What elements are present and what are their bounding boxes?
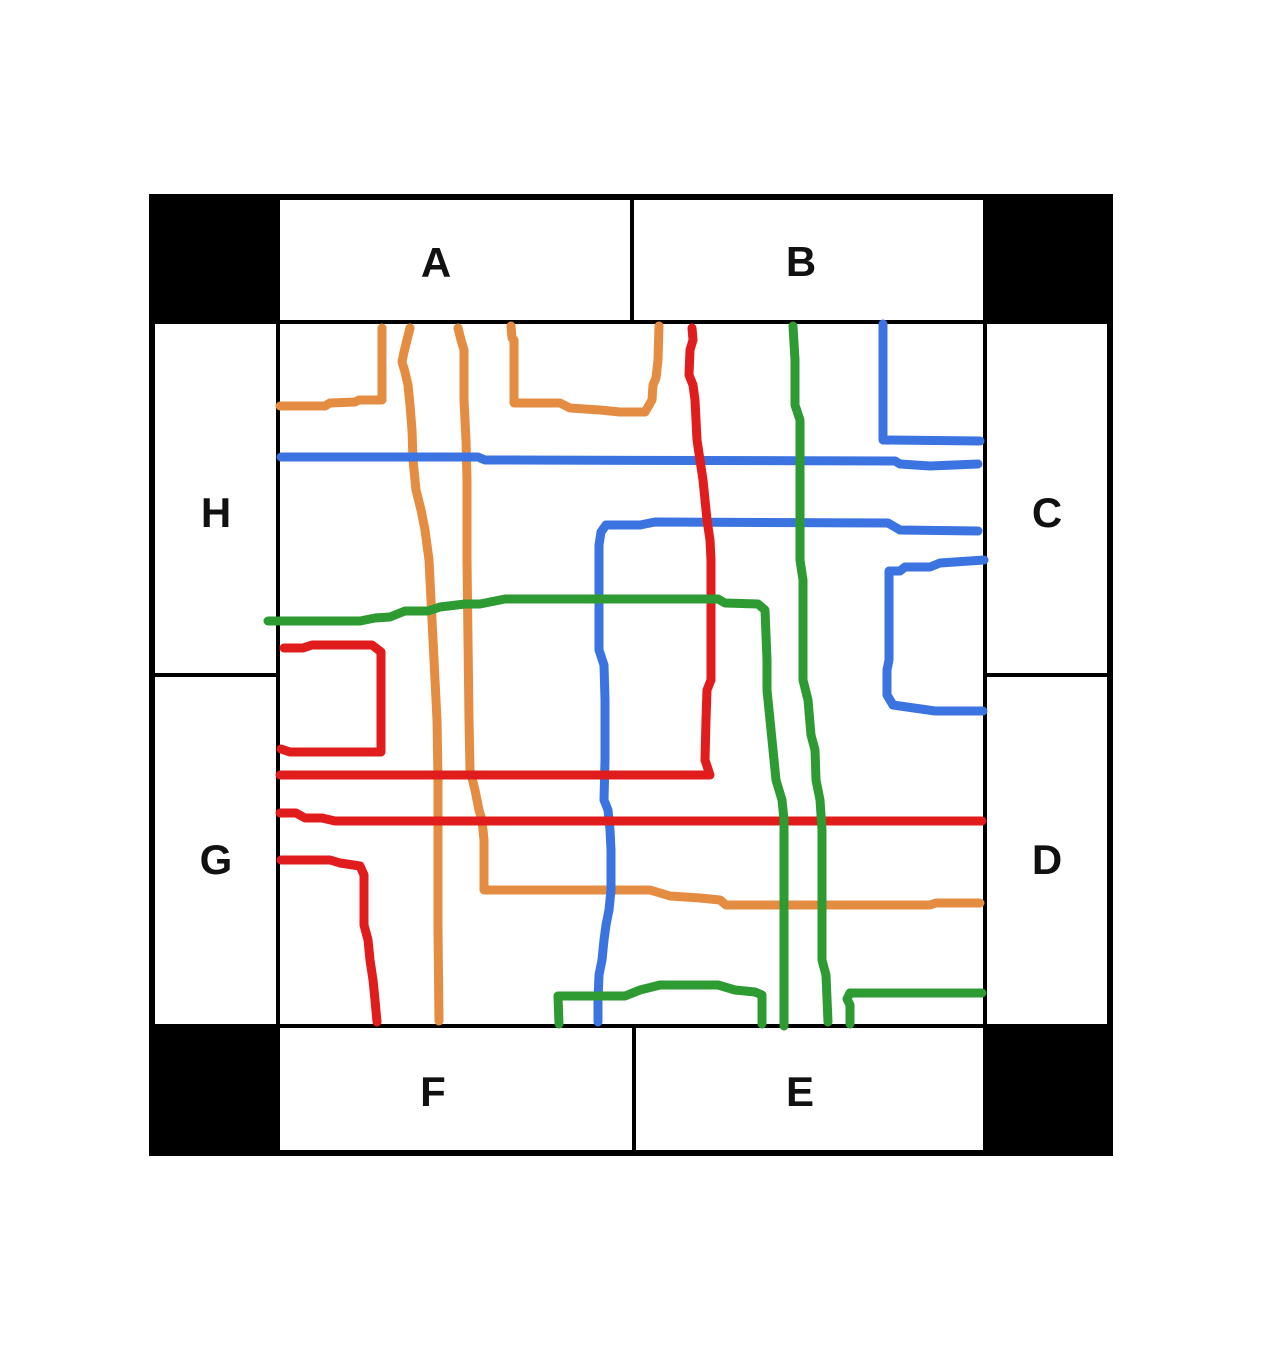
orange-wire-1 xyxy=(275,323,387,411)
panel-b xyxy=(630,196,987,324)
corner-block-top-left xyxy=(151,196,278,322)
red-wire-1 xyxy=(275,323,716,780)
label-f: F xyxy=(420,1068,446,1115)
blue-wire-1 xyxy=(276,452,983,471)
panel-a xyxy=(276,196,634,324)
label-h: H xyxy=(201,489,231,536)
orange-wire-2 xyxy=(397,323,444,1026)
green-wire-4 xyxy=(842,988,987,1029)
orange-wire-3 xyxy=(453,323,985,910)
label-g: G xyxy=(200,836,233,883)
panel-f xyxy=(276,1024,636,1154)
orange-wire-4 xyxy=(506,321,664,417)
green-wire-1 xyxy=(263,594,789,1031)
panel-g xyxy=(151,673,280,1028)
corner-block-bottom-left xyxy=(151,1026,278,1154)
green-wire-2 xyxy=(788,321,833,1027)
blue-wire-2 xyxy=(878,319,985,446)
green-wire-3 xyxy=(553,980,767,1029)
blue-wire-3 xyxy=(593,517,983,1027)
panel-d xyxy=(983,673,1111,1028)
red-wire-4 xyxy=(276,855,382,1027)
corner-block-top-right xyxy=(985,196,1111,322)
label-e: E xyxy=(786,1068,814,1115)
label-a: A xyxy=(421,239,451,286)
corner-block-bottom-right xyxy=(985,1026,1111,1154)
label-b: B xyxy=(786,238,816,285)
blue-wire-4 xyxy=(882,555,989,716)
label-c: C xyxy=(1032,489,1062,536)
red-wire-2 xyxy=(276,640,386,757)
label-d: D xyxy=(1032,836,1062,883)
red-wire-3 xyxy=(275,808,987,826)
